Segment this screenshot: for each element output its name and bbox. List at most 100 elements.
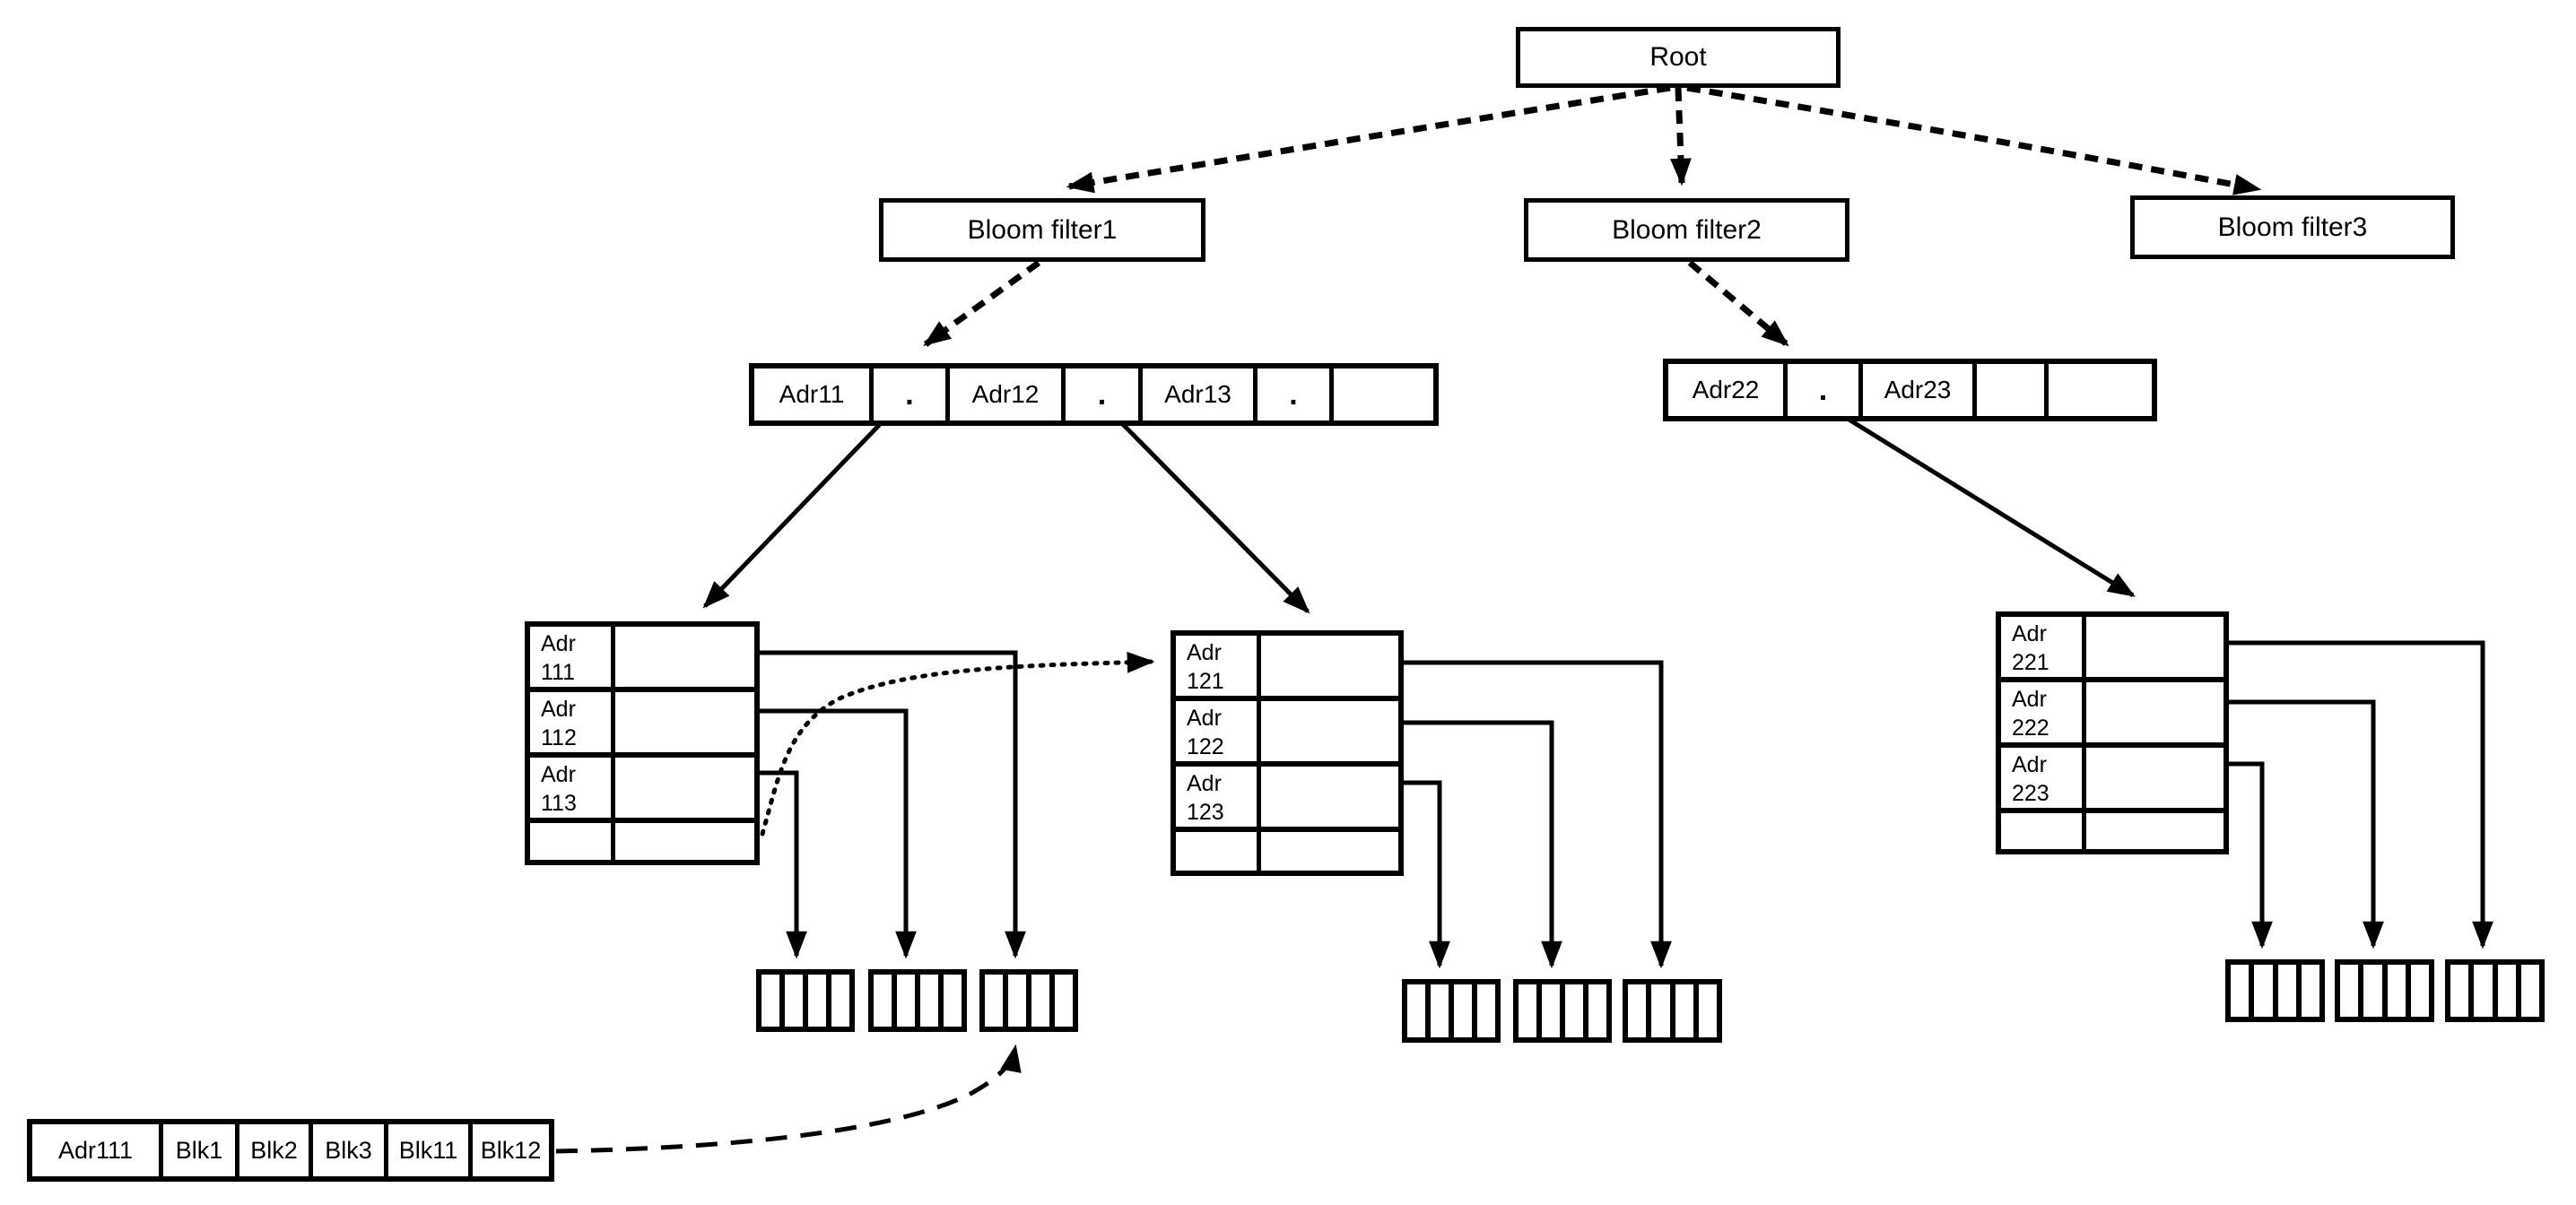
bit-cell bbox=[2405, 965, 2429, 1017]
address-table-1: Adr 111 Adr 112 Adr 113 bbox=[525, 621, 760, 865]
bit-cell bbox=[2358, 965, 2382, 1017]
bit-cell bbox=[1026, 975, 1049, 1027]
table-row: Adr 223 bbox=[2001, 742, 2224, 808]
row-pointer-cell bbox=[615, 627, 754, 687]
bloom-filter3-label: Bloom filter3 bbox=[2217, 212, 2368, 242]
bit-cell bbox=[892, 975, 915, 1027]
record-cell-blk11: Blk11 bbox=[384, 1124, 468, 1176]
row-label: Adr 123 bbox=[1176, 767, 1261, 827]
arrow-table1-overflow-to-table2 bbox=[760, 651, 1155, 837]
bit-cell bbox=[2231, 965, 2250, 1017]
table-row: Adr 112 bbox=[530, 687, 754, 752]
array2-dot-cell: . bbox=[1783, 364, 1858, 416]
row-pointer-cell bbox=[1261, 832, 1398, 871]
bit-block bbox=[2225, 959, 2325, 1022]
arrow-root-to-bloom-filter1 bbox=[1066, 84, 1671, 194]
bit-cell bbox=[2295, 965, 2319, 1017]
row-pointer-cell bbox=[1261, 636, 1398, 696]
arrow-array1-dot2-to-table2 bbox=[1094, 395, 1310, 614]
bit-cell bbox=[1003, 975, 1026, 1027]
record-cell-adr111: Adr111 bbox=[32, 1124, 159, 1176]
bit-cell bbox=[1472, 984, 1495, 1037]
row-pointer-cell bbox=[2086, 748, 2224, 808]
table-row: Adr 222 bbox=[2001, 677, 2224, 742]
row-label: Adr 221 bbox=[2001, 617, 2086, 677]
bit-cell bbox=[874, 975, 892, 1027]
row-label: Adr 223 bbox=[2001, 748, 2086, 808]
bit-cell bbox=[1425, 984, 1449, 1037]
bit-cell bbox=[2515, 965, 2539, 1017]
arrow-table2-row1-to-block3 bbox=[1404, 660, 1672, 969]
bloom-filter3-node: Bloom filter3 bbox=[2130, 195, 2455, 259]
row-pointer-cell bbox=[2086, 813, 2224, 849]
bloom-filter2-label: Bloom filter2 bbox=[1612, 214, 1762, 245]
record-cell-blk12: Blk12 bbox=[468, 1124, 549, 1176]
bit-cell bbox=[1049, 975, 1073, 1027]
row-pointer-cell bbox=[615, 758, 754, 818]
row-pointer-cell bbox=[615, 823, 754, 860]
bit-cell bbox=[1693, 984, 1717, 1037]
bit-block bbox=[1513, 979, 1612, 1043]
array1-dot-cell-1: . bbox=[869, 368, 945, 420]
arrow-table2-row2-to-block2 bbox=[1404, 720, 1562, 969]
array2-cell-adr22: Adr22 bbox=[1668, 364, 1783, 416]
array2-empty-cell-1 bbox=[1972, 364, 2044, 416]
row-label bbox=[2001, 813, 2086, 849]
bloom-filter1-label: Bloom filter1 bbox=[967, 214, 1118, 245]
array1-cell-adr12: Adr12 bbox=[945, 368, 1061, 420]
bit-cell bbox=[2249, 965, 2273, 1017]
row-label bbox=[530, 823, 615, 860]
bloom-filter2-node: Bloom filter2 bbox=[1524, 198, 1849, 262]
bit-block bbox=[1402, 979, 1501, 1043]
bit-cell bbox=[1583, 984, 1606, 1037]
arrow-table3-row2-to-block2 bbox=[2229, 699, 2384, 949]
row-pointer-cell bbox=[1261, 767, 1398, 827]
bit-cell bbox=[2381, 965, 2406, 1017]
table-row: Adr 221 bbox=[2001, 617, 2224, 677]
array2-empty-cell-2 bbox=[2044, 364, 2152, 416]
bit-block bbox=[979, 969, 1078, 1032]
table-row bbox=[530, 818, 754, 860]
bit-cell bbox=[985, 975, 1003, 1027]
row-label: Adr 222 bbox=[2001, 682, 2086, 742]
table-row: Adr 122 bbox=[1176, 696, 1398, 761]
arrow-table3-row1-to-block3 bbox=[2229, 640, 2493, 949]
bit-cell bbox=[1536, 984, 1560, 1037]
array1-cell-adr13: Adr13 bbox=[1138, 368, 1253, 420]
arrow-bloom-filter2-to-array2 bbox=[1687, 260, 1789, 347]
array1-empty-cell bbox=[1329, 368, 1433, 420]
bit-block bbox=[2335, 959, 2434, 1022]
array2-cell-adr23: Adr23 bbox=[1858, 364, 1972, 416]
bit-cell bbox=[1628, 984, 1647, 1037]
row-label: Adr 122 bbox=[1176, 701, 1261, 761]
bit-cell bbox=[2468, 965, 2493, 1017]
row-pointer-cell bbox=[2086, 617, 2224, 677]
row-label: Adr 112 bbox=[530, 692, 615, 752]
arrow-bloom-filter1-to-array1 bbox=[923, 260, 1041, 347]
row-pointer-cell bbox=[2086, 682, 2224, 742]
bit-cell bbox=[779, 975, 803, 1027]
pointer-array-level1: Adr11 . Adr12 . Adr13 . bbox=[749, 363, 1439, 426]
arrow-array1-dot1-to-table1 bbox=[702, 394, 909, 609]
bit-cell bbox=[938, 975, 962, 1027]
bloom-filter1-node: Bloom filter1 bbox=[879, 198, 1205, 262]
bit-cell bbox=[2450, 965, 2469, 1017]
bit-cell bbox=[761, 975, 779, 1027]
table-row: Adr 111 bbox=[530, 627, 754, 687]
row-label bbox=[1176, 832, 1261, 871]
record-cell-blk3: Blk3 bbox=[309, 1124, 384, 1176]
bit-cell bbox=[826, 975, 849, 1027]
row-pointer-cell bbox=[1261, 701, 1398, 761]
arrow-root-to-bloom-filter2 bbox=[1670, 87, 1692, 186]
table-row: Adr 113 bbox=[530, 752, 754, 818]
arrow-table2-row3-to-block1 bbox=[1404, 780, 1450, 969]
bit-cell bbox=[1646, 984, 1670, 1037]
bit-cell bbox=[2340, 965, 2359, 1017]
record-cell-blk2: Blk2 bbox=[235, 1124, 309, 1176]
root-node: Root bbox=[1516, 27, 1841, 88]
arrow-record-to-bit-block bbox=[555, 1044, 1022, 1154]
bit-cell bbox=[1449, 984, 1472, 1037]
table-row: Adr 121 bbox=[1176, 636, 1398, 696]
